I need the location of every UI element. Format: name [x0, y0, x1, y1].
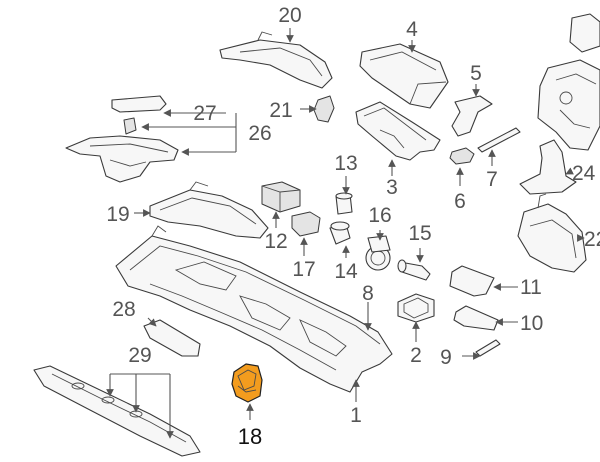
- part-14-socket[interactable]: [329, 221, 351, 245]
- callout-11: 11: [520, 276, 542, 299]
- callout-27: 27: [193, 102, 216, 125]
- callout-22: 22: [584, 228, 600, 251]
- callout-2: 2: [410, 344, 422, 367]
- callout-17: 17: [292, 258, 315, 281]
- part-29-lower-trim[interactable]: [33, 365, 201, 457]
- callout-7: 7: [486, 168, 498, 191]
- part-20-trim[interactable]: [219, 31, 333, 89]
- part-2-insert[interactable]: [397, 293, 435, 323]
- leader-lines: [106, 28, 585, 439]
- part-13-fastener[interactable]: [335, 192, 353, 215]
- part-28-trim[interactable]: [143, 319, 201, 357]
- part-17-switch[interactable]: [291, 211, 321, 237]
- callout-14: 14: [334, 260, 358, 283]
- callout-26: 26: [248, 122, 271, 145]
- callout-6: 6: [454, 190, 466, 213]
- callout-labels: 20 4 5 27 21 26 13 3 6 7 24 19 16 15 12 …: [106, 4, 600, 449]
- part-6-clip[interactable]: [449, 147, 475, 165]
- part-1-console[interactable]: [115, 225, 393, 393]
- part-11-panel[interactable]: [449, 265, 495, 297]
- callout-29: 29: [128, 344, 151, 367]
- callout-12: 12: [264, 230, 287, 253]
- callout-21: 21: [269, 99, 292, 122]
- callout-15: 15: [408, 222, 431, 245]
- part-7-strip[interactable]: [477, 127, 521, 153]
- part-9-rod[interactable]: [475, 339, 501, 357]
- callout-4: 4: [406, 18, 418, 41]
- callout-19: 19: [106, 203, 129, 226]
- callout-18: 18: [238, 424, 262, 449]
- part-16-power-outlet[interactable]: [365, 235, 391, 271]
- part-15-plug[interactable]: [397, 259, 431, 281]
- part-21-clip[interactable]: [313, 95, 335, 123]
- callout-3: 3: [386, 176, 398, 199]
- part-22-shifter-base[interactable]: [517, 193, 587, 273]
- part-12-switch[interactable]: [261, 181, 301, 213]
- callout-5: 5: [470, 62, 482, 85]
- callout-28: 28: [112, 298, 135, 321]
- callout-16: 16: [368, 204, 391, 227]
- part-24-boot[interactable]: [519, 139, 577, 195]
- callout-20: 20: [278, 4, 301, 27]
- part-4-lid[interactable]: [359, 43, 449, 109]
- part-10-pad[interactable]: [453, 305, 499, 331]
- callout-9: 9: [440, 346, 452, 369]
- part-3-base[interactable]: [355, 101, 441, 161]
- callout-10: 10: [520, 312, 543, 335]
- callout-13: 13: [334, 152, 357, 175]
- callout-1: 1: [350, 404, 362, 427]
- part-19-trim-panel[interactable]: [149, 181, 269, 239]
- part-18-highlighted-switch[interactable]: [231, 363, 263, 403]
- shifter-assembly[interactable]: [537, 13, 600, 151]
- callout-24: 24: [572, 162, 596, 185]
- part-5-bracket[interactable]: [451, 95, 493, 137]
- part-27-trim[interactable]: [111, 95, 167, 135]
- callout-8: 8: [362, 282, 374, 305]
- part-26-trim[interactable]: [65, 135, 179, 183]
